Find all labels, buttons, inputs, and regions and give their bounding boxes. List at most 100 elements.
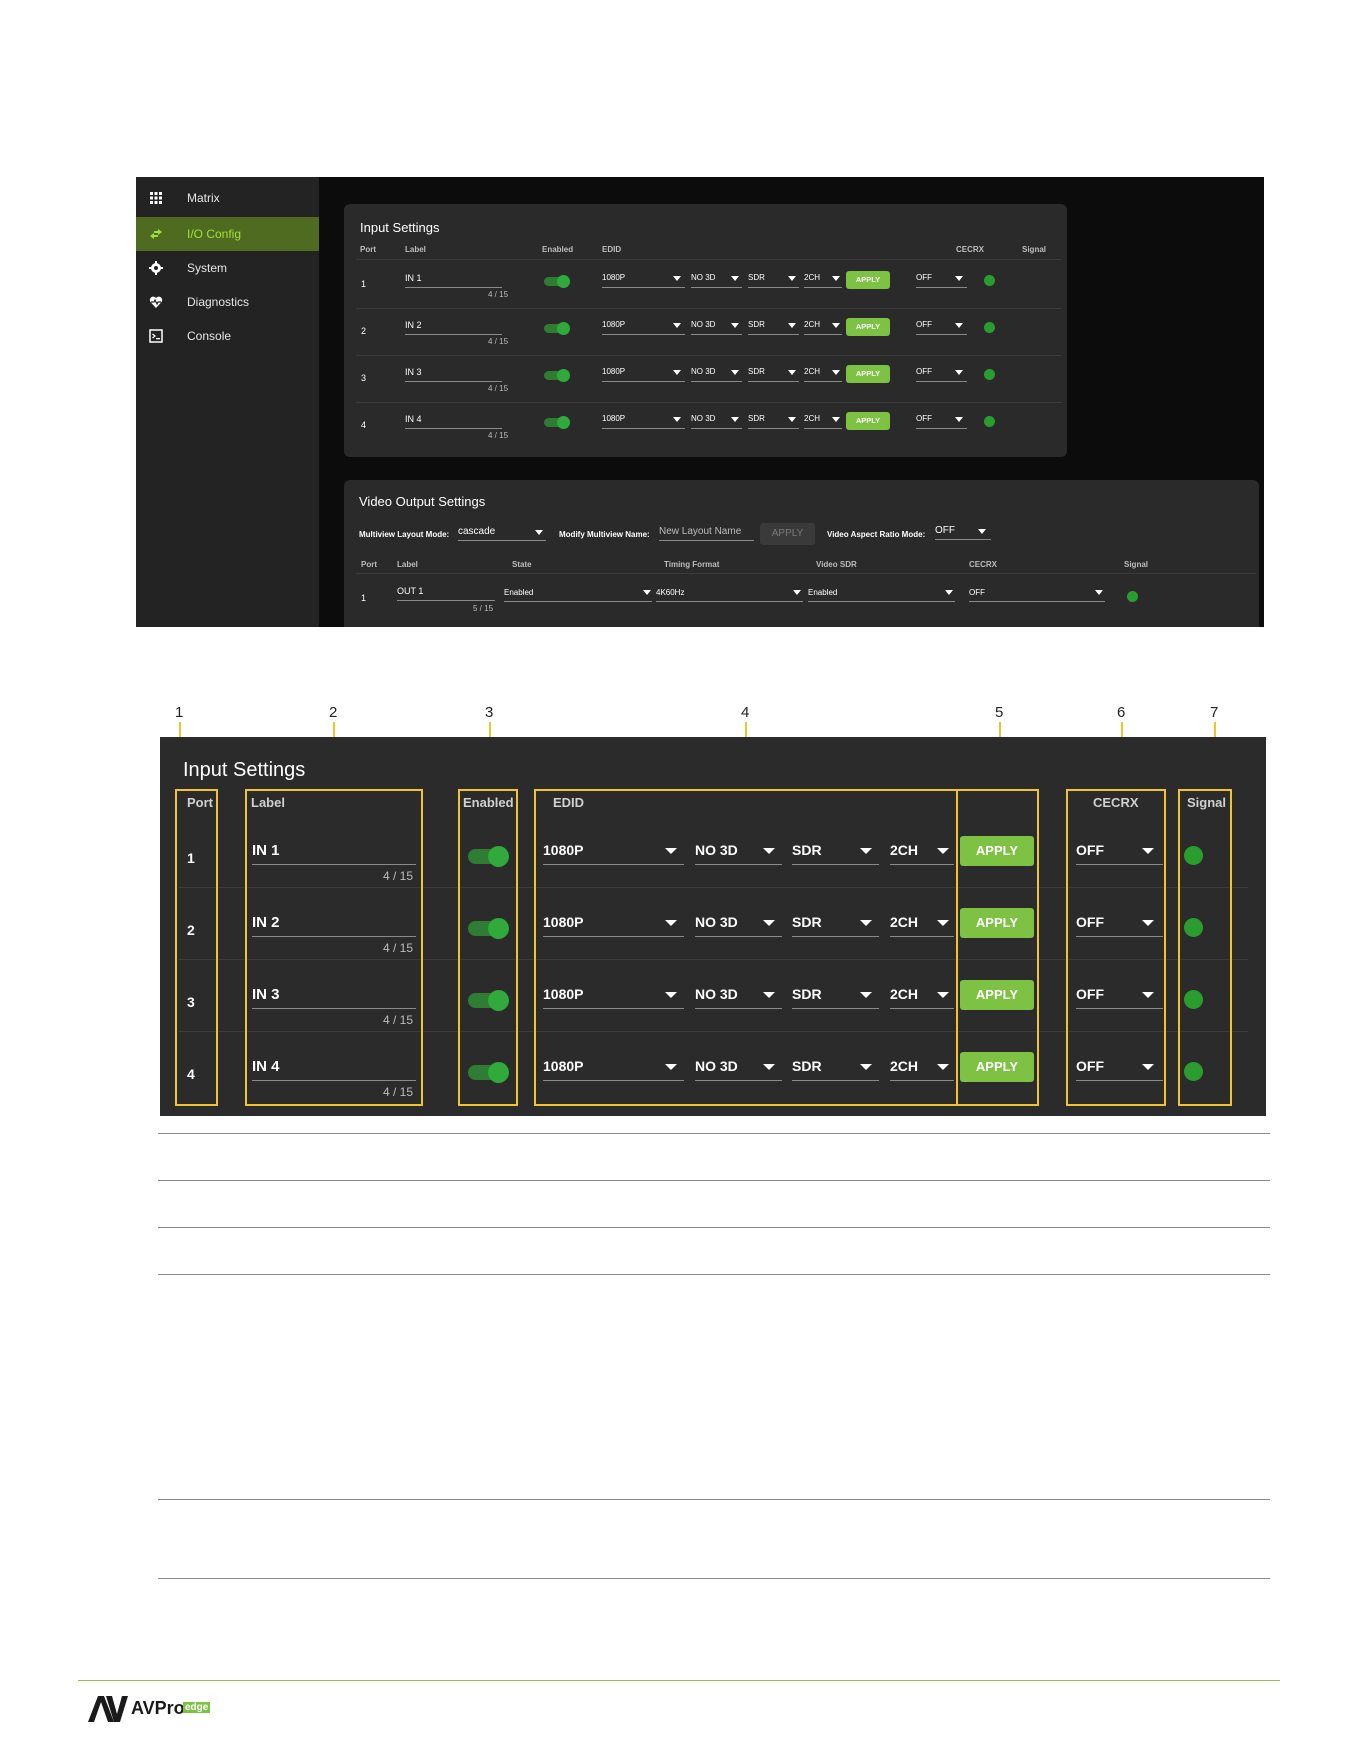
- edid-3d-select[interactable]: NO 3D: [695, 842, 738, 858]
- timing-select[interactable]: 4K60Hz: [656, 588, 685, 597]
- edid-hdr-select[interactable]: SDR: [748, 273, 765, 282]
- cecrx-select[interactable]: OFF: [1076, 986, 1104, 1002]
- sidebar-item-label: Diagnostics: [187, 295, 250, 309]
- apply-button[interactable]: APPLY: [960, 836, 1034, 866]
- label-input[interactable]: IN 3: [405, 367, 422, 377]
- enabled-toggle[interactable]: [544, 324, 568, 333]
- callout-number: 7: [1210, 704, 1219, 721]
- enabled-toggle[interactable]: [544, 418, 568, 427]
- sidebar-item-label: I/O Config: [187, 227, 242, 241]
- port-number: 1: [361, 593, 367, 603]
- edid-hdr-select[interactable]: SDR: [748, 320, 765, 329]
- edid-audio-select[interactable]: 2CH: [804, 320, 821, 329]
- select-underline: [792, 936, 879, 937]
- sidebar-item-label: System: [187, 261, 228, 275]
- sidebar-item-system[interactable]: System: [136, 251, 319, 285]
- apply-button[interactable]: APPLY: [960, 1052, 1034, 1082]
- sidebar-item-matrix[interactable]: Matrix: [136, 181, 319, 215]
- edid-res-select[interactable]: 1080P: [543, 986, 584, 1002]
- edid-3d-select[interactable]: NO 3D: [691, 320, 716, 329]
- edid-hdr-select[interactable]: SDR: [748, 414, 765, 423]
- edid-res-select[interactable]: 1080P: [543, 842, 584, 858]
- table-rule: [158, 1499, 1270, 1500]
- cecrx-select[interactable]: OFF: [916, 367, 932, 376]
- chevron-down-icon: [1142, 848, 1154, 854]
- edid-res-select[interactable]: 1080P: [602, 367, 626, 376]
- label-input[interactable]: IN 4: [405, 414, 422, 424]
- label-input[interactable]: OUT 1: [397, 586, 424, 596]
- edid-audio-select[interactable]: 2CH: [804, 414, 821, 423]
- apply-button[interactable]: APPLY: [960, 908, 1034, 938]
- chevron-down-icon: [860, 848, 872, 854]
- char-counter: 4 / 15: [383, 1085, 414, 1099]
- chevron-down-icon: [860, 920, 872, 926]
- apply-button[interactable]: APPLY: [846, 412, 890, 430]
- cecrx-select[interactable]: OFF: [1076, 842, 1104, 858]
- chevron-down-icon: [763, 848, 775, 854]
- apply-button[interactable]: APPLY: [846, 271, 890, 289]
- edid-hdr-select[interactable]: SDR: [792, 1058, 822, 1074]
- card-title: Video Output Settings: [359, 494, 486, 509]
- apply-button[interactable]: APPLY: [846, 318, 890, 336]
- state-select[interactable]: Enabled: [504, 588, 534, 597]
- label-input[interactable]: IN 1: [252, 842, 280, 859]
- enabled-toggle[interactable]: [544, 277, 568, 286]
- label-input[interactable]: IN 1: [405, 273, 422, 283]
- label-input[interactable]: IN 4: [252, 1058, 280, 1075]
- edid-audio-select[interactable]: 2CH: [890, 842, 919, 858]
- callout-number: 4: [741, 704, 750, 721]
- cecrx-select[interactable]: OFF: [916, 414, 932, 423]
- edid-3d-select[interactable]: NO 3D: [695, 914, 738, 930]
- label-input[interactable]: IN 2: [252, 914, 280, 931]
- port-number: 4: [361, 420, 367, 430]
- edid-3d-select[interactable]: NO 3D: [691, 414, 716, 423]
- select-underline: [695, 864, 782, 865]
- edid-res-select[interactable]: 1080P: [602, 273, 626, 282]
- edid-audio-select[interactable]: 2CH: [804, 367, 821, 376]
- header-enabled: Enabled: [463, 795, 514, 810]
- cecrx-select[interactable]: OFF: [1076, 914, 1104, 930]
- apply-button[interactable]: APPLY: [960, 980, 1034, 1010]
- sidebar-item-diagnostics[interactable]: Diagnostics: [136, 285, 319, 319]
- header-port: Port: [360, 245, 376, 254]
- cecrx-select[interactable]: OFF: [969, 588, 985, 597]
- select-underline: [748, 381, 799, 382]
- edid-audio-select[interactable]: 2CH: [890, 914, 919, 930]
- chevron-down-icon: [673, 370, 681, 375]
- label-input[interactable]: IN 2: [405, 320, 422, 330]
- edid-res-select[interactable]: 1080P: [543, 914, 584, 930]
- cecrx-select[interactable]: OFF: [1076, 1058, 1104, 1074]
- edid-3d-select[interactable]: NO 3D: [691, 273, 716, 282]
- edid-hdr-select[interactable]: SDR: [792, 914, 822, 930]
- select-underline: [695, 936, 782, 937]
- layout-mode-select[interactable]: cascade: [458, 526, 496, 537]
- edid-hdr-select[interactable]: SDR: [792, 986, 822, 1002]
- aspect-ratio-select[interactable]: OFF: [935, 525, 955, 536]
- video-sdr-select[interactable]: Enabled: [808, 588, 838, 597]
- cecrx-select[interactable]: OFF: [916, 273, 932, 282]
- edid-3d-select[interactable]: NO 3D: [691, 367, 716, 376]
- edid-res-select[interactable]: 1080P: [602, 320, 626, 329]
- edid-3d-select[interactable]: NO 3D: [695, 1058, 738, 1074]
- apply-button[interactable]: APPLY: [846, 365, 890, 383]
- select-underline: [691, 381, 742, 382]
- edid-res-select[interactable]: 1080P: [602, 414, 626, 423]
- apply-layout-button[interactable]: APPLY: [760, 523, 815, 545]
- input-settings-card: Input Settings Port Label Enabled EDID C…: [344, 204, 1067, 457]
- edid-3d-select[interactable]: NO 3D: [695, 986, 738, 1002]
- cecrx-select[interactable]: OFF: [916, 320, 932, 329]
- toggle-knob: [557, 416, 570, 429]
- chevron-down-icon: [673, 323, 681, 328]
- enabled-toggle[interactable]: [544, 371, 568, 380]
- label-underline: [252, 1080, 416, 1081]
- edid-hdr-select[interactable]: SDR: [792, 842, 822, 858]
- edid-res-select[interactable]: 1080P: [543, 1058, 584, 1074]
- edid-audio-select[interactable]: 2CH: [804, 273, 821, 282]
- layout-name-input[interactable]: New Layout Name: [659, 526, 742, 537]
- edid-audio-select[interactable]: 2CH: [890, 1058, 919, 1074]
- edid-hdr-select[interactable]: SDR: [748, 367, 765, 376]
- sidebar-item-console[interactable]: Console: [136, 319, 319, 353]
- sidebar-item-io-config[interactable]: I/O Config: [136, 217, 319, 251]
- edid-audio-select[interactable]: 2CH: [890, 986, 919, 1002]
- label-input[interactable]: IN 3: [252, 986, 280, 1003]
